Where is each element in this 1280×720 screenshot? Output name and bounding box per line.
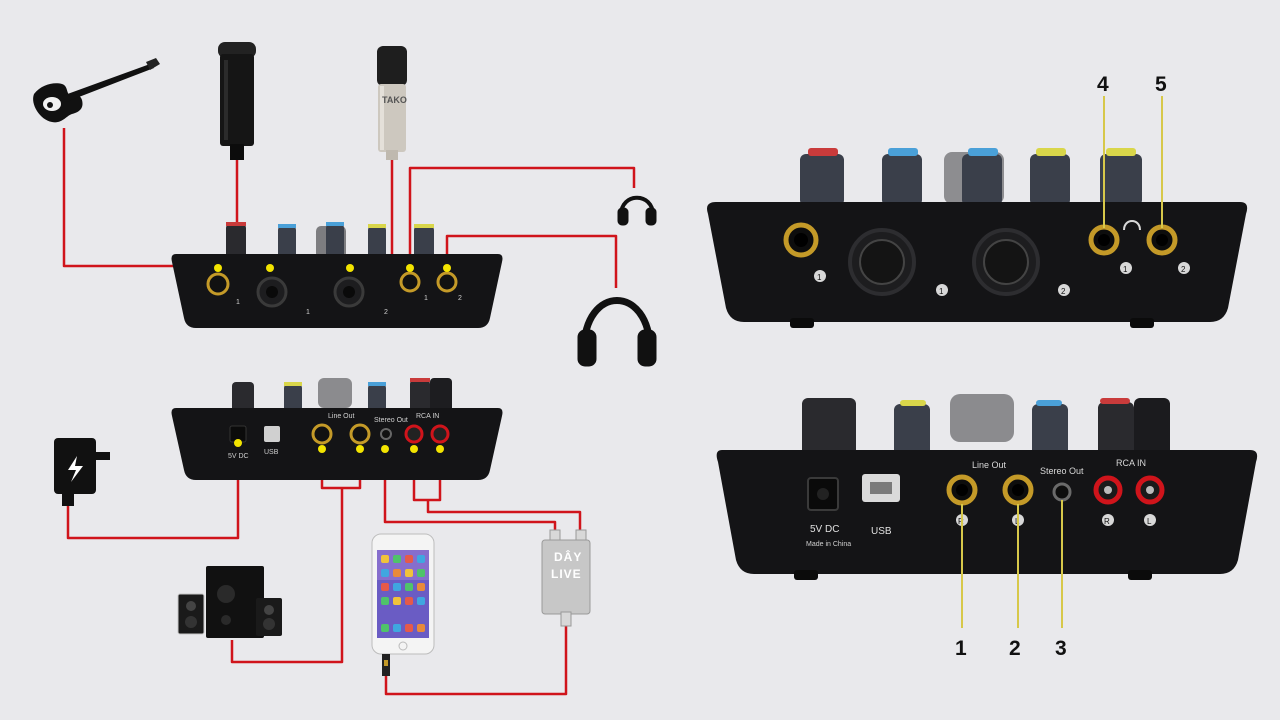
- dc-label: 5V DC: [810, 524, 839, 535]
- line-out-label-small: Line Out: [328, 413, 355, 420]
- jack-num-phones2-large: 2: [1181, 265, 1186, 274]
- cable-small-headphones: [408, 166, 636, 266]
- stereo-out-label: Stereo Out: [1040, 466, 1084, 476]
- jack-label-phones1: 1: [424, 295, 428, 302]
- live-box-line2: LIVE: [551, 567, 582, 581]
- knob-gain-guitar: [226, 224, 246, 258]
- rca-in-l: L: [1147, 517, 1152, 526]
- dynamic-microphone-icon: [218, 42, 256, 160]
- cable-power: [66, 450, 240, 540]
- power-adapter-icon: [54, 438, 110, 506]
- connector-dots-back: [234, 439, 444, 453]
- app-grid: [381, 555, 425, 632]
- jack-num-phones1-large: 1: [1123, 265, 1128, 274]
- made-in-label: Made in China: [806, 541, 851, 548]
- line-out-label: Line Out: [972, 460, 1007, 470]
- callouts-bottom: 1 2 3: [955, 500, 1067, 660]
- mixer-front-small: 1 1 2 1 2: [171, 222, 503, 328]
- usb-label-small: USB: [264, 449, 279, 456]
- dc-label-small: 5V DC: [228, 453, 249, 460]
- jack-num-mic1-large: 1: [939, 287, 944, 296]
- callout-3: 3: [1055, 637, 1067, 660]
- large-headphones-icon: [577, 297, 657, 367]
- jack-label-guitar: 1: [236, 299, 240, 306]
- jack-num-guitar-large: 1: [817, 273, 822, 282]
- callout-2: 2: [1009, 637, 1021, 660]
- callout-4: 4: [1097, 73, 1109, 96]
- speaker-system-icon: [177, 566, 282, 638]
- rca-in-r: R: [1104, 517, 1110, 526]
- jack-label-mic1: 1: [306, 309, 310, 316]
- knob-gain-mic1: [278, 226, 296, 258]
- jack-label-phones2: 2: [458, 295, 462, 302]
- jack-label-mic2: 2: [384, 309, 388, 316]
- cable-phone: [384, 612, 568, 696]
- small-headphones-icon: [617, 195, 657, 226]
- usb-label: USB: [871, 526, 892, 537]
- guitar-icon: [33, 58, 160, 123]
- condenser-microphone-icon: TAKO: [377, 46, 407, 160]
- rca-in-label: RCA IN: [1116, 458, 1146, 468]
- jack-num-mic2-large: 2: [1061, 287, 1066, 296]
- live-cable-box-icon: DÂY LIVE: [541, 529, 591, 627]
- smartphone-icon: [371, 533, 435, 676]
- callouts-top: 4 5: [1097, 73, 1167, 228]
- callout-1: 1: [955, 637, 967, 660]
- stereo-out-label-small: Stereo Out: [374, 417, 408, 424]
- rca-in-label-small: RCA IN: [416, 413, 439, 420]
- mixer-front-large: 1 1 2 1 2: [707, 148, 1248, 328]
- live-box-line1: DÂY: [554, 549, 582, 564]
- cable-guitar: [62, 128, 218, 268]
- cable-large-headphones: [445, 234, 618, 288]
- headphone-symbol-icon: [1123, 220, 1141, 231]
- connector-dots-front: [214, 264, 451, 272]
- mic-brand-label: TAKO: [382, 95, 407, 105]
- callout-5: 5: [1155, 73, 1167, 96]
- mixer-back-large: Line Out Stereo Out RCA IN 5V DC USB Mad…: [716, 394, 1258, 580]
- mixer-back-small: Line Out Stereo Out RCA IN 5V DC USB: [171, 378, 503, 480]
